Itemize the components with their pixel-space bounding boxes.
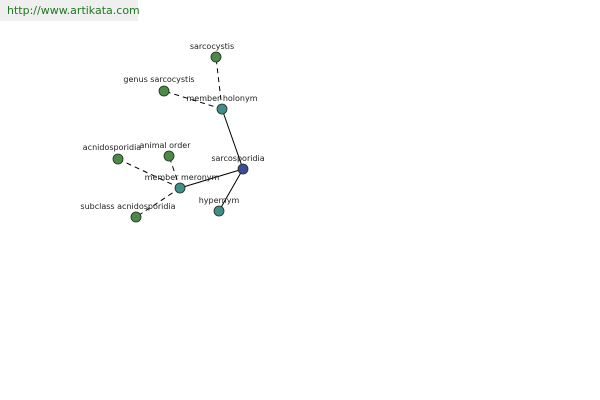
node-sarcocystis-label[interactable]: sarcocystis (190, 42, 234, 51)
node-genus-sarcocystis[interactable]: genus sarcocystis (123, 75, 195, 97)
node-hypernym-marker[interactable] (213, 205, 225, 217)
nodes-layer: sarcosporidia member holonym member merony… (80, 42, 265, 223)
edges-layer (117, 56, 244, 218)
node-hypernym[interactable]: hypernym (199, 196, 240, 217)
node-genus-sarcocystis-marker[interactable] (158, 85, 170, 97)
node-animal-order-label[interactable]: animal order (140, 141, 192, 150)
source-url-text[interactable]: http://www.artikata.com (7, 4, 140, 17)
edge-member-meronym-to-acnidosporidia (117, 158, 181, 189)
edge-member-holonym-to-genus-sarcocystis (163, 90, 223, 110)
node-subclass-acnidosporidia-marker[interactable] (130, 211, 142, 223)
node-sarcosporidia-marker[interactable] (237, 163, 249, 175)
node-acnidosporidia[interactable]: acnidosporidia (83, 143, 142, 165)
node-sarcosporidia-label[interactable]: sarcosporidia (211, 154, 264, 163)
node-sarcosporidia[interactable]: sarcosporidia (211, 154, 265, 175)
node-member-holonym-label[interactable]: member holonym (186, 94, 257, 103)
node-subclass-acnidosporidia[interactable]: subclass acnidosporidia (80, 202, 176, 223)
node-member-meronym[interactable]: member meronym (145, 173, 220, 194)
node-animal-order-marker[interactable] (163, 150, 175, 162)
node-member-meronym-label[interactable]: member meronym (145, 173, 220, 182)
node-member-holonym-marker[interactable] (216, 103, 228, 115)
node-member-holonym[interactable]: member holonym (186, 94, 258, 115)
edge-sarcosporidia-to-hypernym (218, 168, 244, 212)
node-acnidosporidia-marker[interactable] (112, 153, 124, 165)
node-sarcocystis[interactable]: sarcocystis (190, 42, 234, 63)
edge-sarcosporidia-to-member-meronym (179, 168, 244, 189)
node-genus-sarcocystis-label[interactable]: genus sarcocystis (123, 75, 194, 84)
edge-sarcosporidia-to-member-holonym (221, 108, 244, 170)
node-acnidosporidia-label[interactable]: acnidosporidia (83, 143, 142, 152)
node-sarcocystis-marker[interactable] (210, 51, 222, 63)
node-subclass-acnidosporidia-label[interactable]: subclass acnidosporidia (80, 202, 175, 211)
edge-member-meronym-to-animal-order (168, 155, 181, 189)
source-url-banner[interactable]: http://www.artikata.com (0, 0, 140, 21)
node-hypernym-label[interactable]: hypernym (199, 196, 240, 205)
node-member-meronym-marker[interactable] (174, 182, 186, 194)
node-animal-order[interactable]: animal order (140, 141, 192, 162)
